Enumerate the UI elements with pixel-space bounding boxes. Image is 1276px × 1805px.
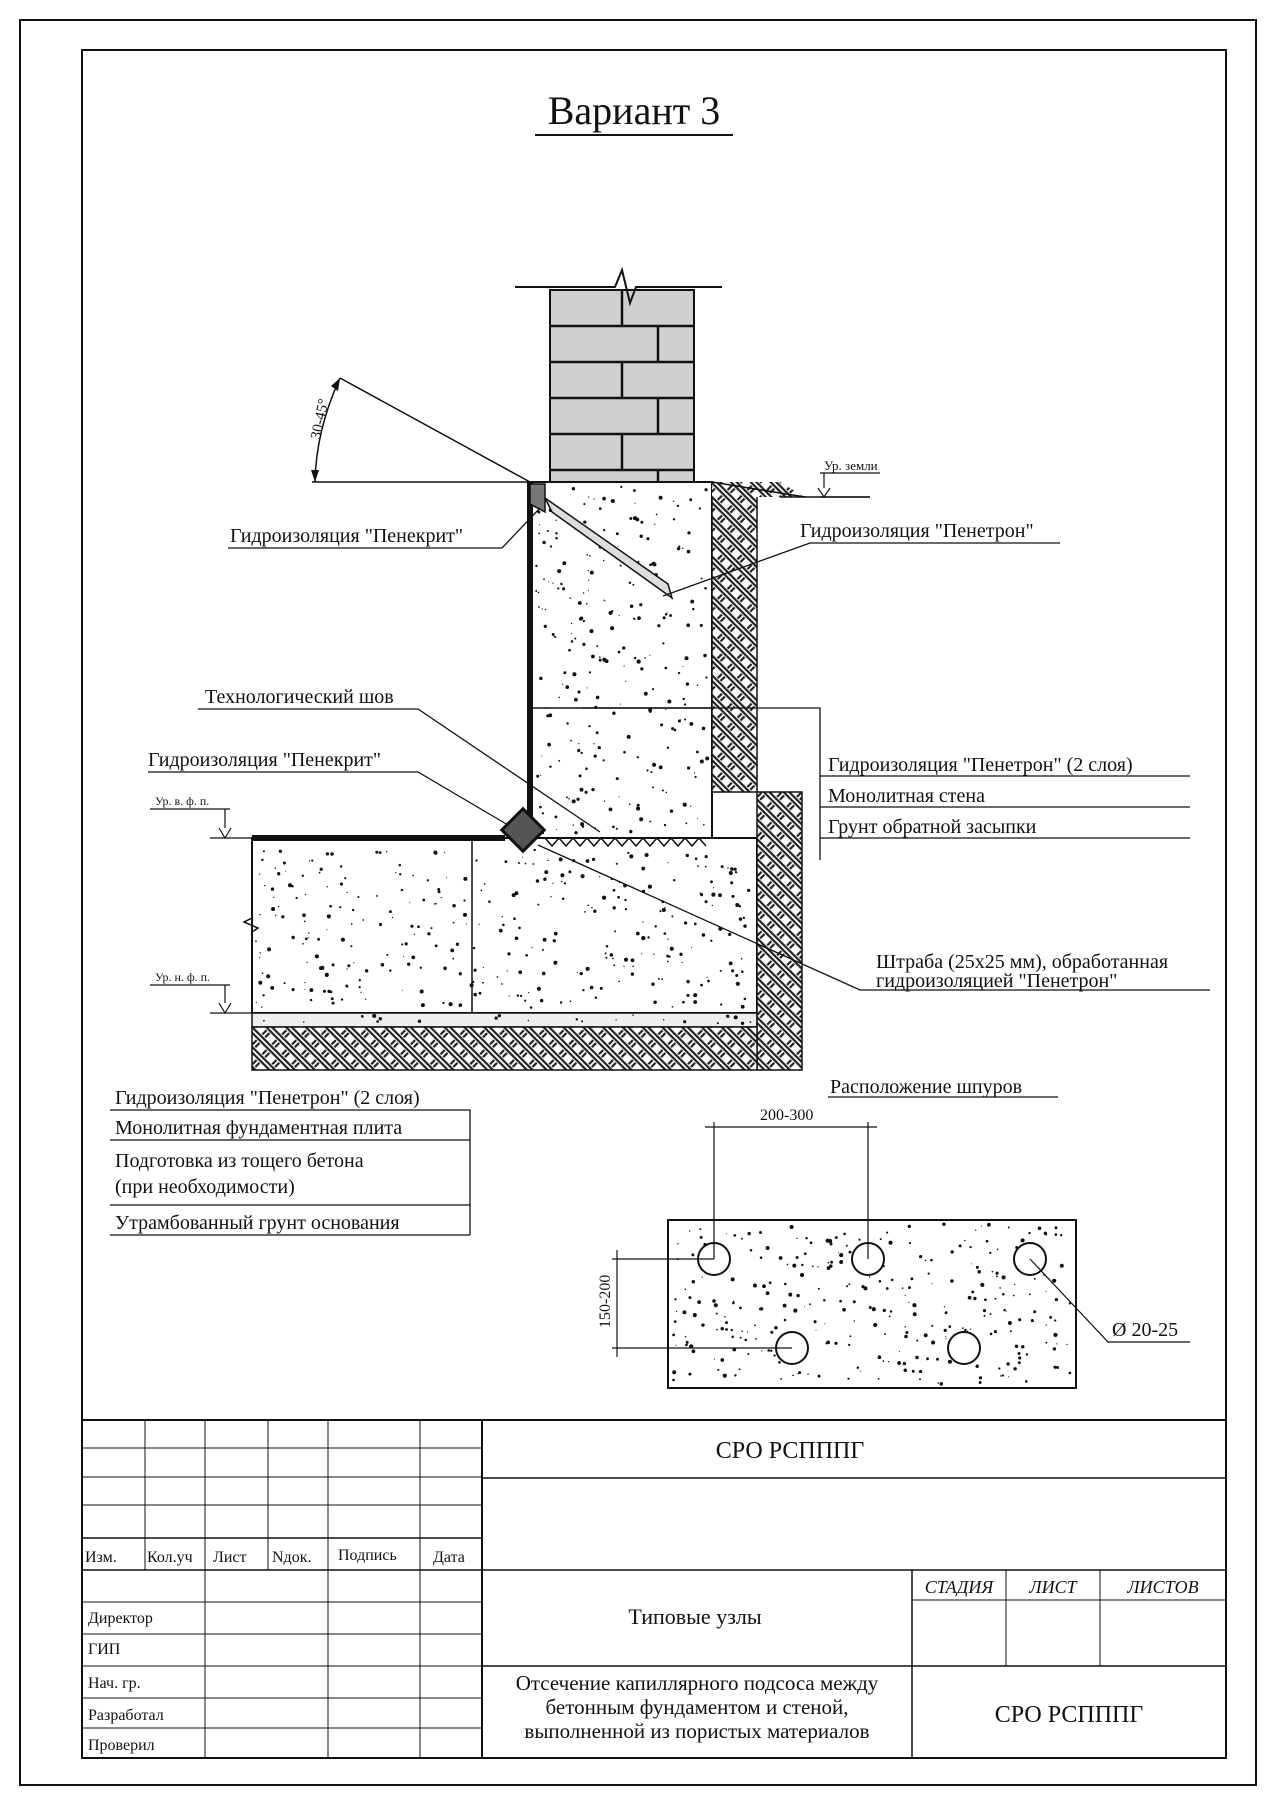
role-label: ГИП	[88, 1641, 121, 1658]
wall-legend-item: Монолитная стена	[828, 785, 985, 807]
hole	[947, 1331, 981, 1365]
angle-label: 30-45°	[308, 397, 332, 440]
outer-border	[19, 19, 1257, 1786]
doc-name-line: бетонным фундаментом и стеной,	[545, 1695, 848, 1719]
label-tech-seam: Технологический шов	[205, 686, 394, 708]
holes-title: Расположение шпуров	[830, 1076, 1022, 1098]
lean-concrete-layer	[251, 1012, 758, 1028]
monolithic-wall	[529, 481, 713, 839]
wall-legend-item: Гидроизоляция "Пенетрон" (2 слоя)	[828, 754, 1133, 776]
doc-name-line: выполненной из пористых материалов	[524, 1719, 869, 1743]
backfill-soil	[711, 487, 758, 793]
role-label: Разработал	[88, 1707, 164, 1724]
compacted-base-soil	[251, 1026, 758, 1071]
col-header: Лист	[213, 1549, 247, 1566]
sheet-header: ЛИСТ	[1028, 1577, 1078, 1597]
org-name-bottom: СРО РСПППГ	[995, 1702, 1144, 1728]
title-block	[81, 1419, 1227, 1759]
role-label: Проверил	[88, 1737, 155, 1754]
slab-legend-item: Гидроизоляция "Пенетрон" (2 слоя)	[115, 1087, 420, 1109]
col-header: Дата	[433, 1549, 465, 1566]
role-label: Директор	[88, 1610, 153, 1627]
slab-legend-item: Утрамбованный грунт основания	[115, 1212, 400, 1234]
leader-lines	[110, 507, 1210, 1236]
slab-legend-item: Монолитная фундаментная плита	[115, 1117, 402, 1139]
doc-type: Типовые узлы	[628, 1604, 762, 1629]
penetron-drill-hole	[544, 497, 674, 600]
label-penekrit-top: Гидроизоляция "Пенекрит"	[230, 525, 463, 547]
col-header: Подпись	[338, 1547, 397, 1564]
doc-name-line: Отсечение капиллярного подсоса между	[516, 1671, 879, 1695]
col-header: Кол.уч	[147, 1549, 193, 1566]
slab-legend-item: (при необходимости)	[115, 1176, 295, 1198]
break-line	[515, 266, 722, 307]
label-groove-line2: гидроизоляцией "Пенетрон"	[876, 970, 1117, 992]
spacing-horizontal: 200-300	[760, 1107, 813, 1124]
label-penetron-top: Гидроизоляция "Пенетрон"	[800, 520, 1034, 542]
level-mark-ground: Ур. земли	[817, 458, 880, 499]
slab-break-mark	[242, 905, 260, 945]
wall-legend-item: Грунт обратной засыпки	[828, 816, 1037, 838]
org-name-top: СРО РСПППГ	[716, 1438, 865, 1464]
page-title: Вариант 3	[548, 88, 720, 133]
technological-seam	[544, 836, 707, 848]
diameter-label: Ø 20-25	[1112, 1319, 1178, 1341]
stage-header: СТАДИЯ	[925, 1577, 995, 1597]
groove-chase	[499, 806, 547, 854]
col-header: Nдок.	[272, 1549, 311, 1566]
col-header: Изм.	[85, 1549, 117, 1566]
brick-wall	[515, 266, 722, 506]
slab-legend-item: Подготовка из тощего бетона	[115, 1150, 364, 1172]
backfill-soil-lower	[756, 791, 803, 1071]
level-mark-bottom-slab: Ур. н. ф. п.	[150, 970, 252, 1015]
level-top-slab-label: Ур. в. ф. п.	[155, 794, 209, 808]
hole-layout-detail: Расположение шпуров 200-300 150-200 Ø 20…	[597, 1076, 1190, 1389]
spacing-vertical: 150-200	[597, 1275, 614, 1328]
penekrit-top-seal	[529, 483, 546, 514]
label-penekrit-corner: Гидроизоляция "Пенекрит"	[148, 749, 381, 771]
sheets-header: ЛИСТОВ	[1126, 1577, 1198, 1597]
level-bottom-slab-label: Ур. н. ф. п.	[155, 970, 210, 984]
role-label: Нач. гр.	[88, 1675, 141, 1692]
level-mark-top-slab: Ур. в. ф. п.	[150, 794, 252, 840]
label-groove-line1: Штраба (25х25 мм), обработанная	[876, 951, 1168, 973]
level-ground-label: Ур. земли	[824, 458, 878, 473]
